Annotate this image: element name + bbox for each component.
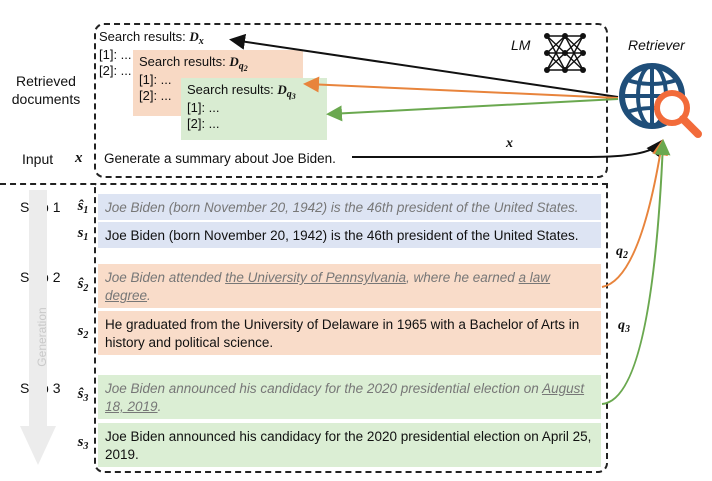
- arrow-q3: [601, 139, 671, 405]
- search-results-dq3: Search results: Dq3 [1]: ... [2]: ...: [181, 78, 327, 140]
- var-s3: s3: [77, 434, 89, 452]
- list-item: [1]: ...: [99, 47, 132, 62]
- neural-network-icon: [544, 33, 586, 73]
- var-s2: s2: [77, 323, 89, 341]
- row-s1-hat: Joe Biden (born November 20, 1942) is th…: [98, 194, 601, 220]
- list-item: [1]: ...: [187, 100, 220, 115]
- arrow-label-q2: q2: [616, 244, 628, 261]
- retriever-globe-icon: [619, 63, 702, 138]
- arrow-q2: [601, 139, 668, 288]
- row-s2-hat: Joe Biden attended the University of Pen…: [98, 264, 601, 308]
- var-s2-hat: ŝ2: [77, 276, 89, 294]
- list-item: [2]: ...: [187, 116, 220, 131]
- retrieved-documents-label: Retrieved documents: [11, 73, 81, 107]
- generation-arrow: [20, 190, 56, 465]
- step-divider: [0, 183, 608, 185]
- arrow-label-x: x: [506, 136, 513, 151]
- search-results-title: Search results:: [139, 54, 226, 69]
- arrow-label-q3: q3: [618, 318, 630, 335]
- var-s1-hat: ŝ1: [77, 198, 89, 216]
- list-item: [2]: ...: [99, 63, 132, 78]
- doc-var: Dx: [189, 29, 204, 47]
- search-results-dx: Search results: Dx [1]: ... [2]: ...: [99, 29, 229, 79]
- list-item: [2]: ...: [139, 88, 172, 103]
- input-text: Generate a summary about Joe Biden.: [104, 151, 336, 166]
- arrow-dq3: [326, 98, 619, 122]
- input-label: Input: [22, 151, 54, 167]
- search-results-title: Search results:: [99, 29, 186, 44]
- search-results-title: Search results:: [187, 82, 274, 97]
- row-s3-hat: Joe Biden announced his candidacy for th…: [98, 375, 601, 419]
- var-s3-hat: ŝ3: [77, 386, 89, 404]
- list-item: [1]: ...: [139, 72, 172, 87]
- generation-frame: [94, 183, 608, 473]
- arrow-dx: [229, 33, 619, 98]
- row-s3: Joe Biden announced his candidacy for th…: [98, 423, 601, 467]
- retriever-label: Retriever: [628, 37, 685, 53]
- doc-var: Dq2: [229, 54, 248, 73]
- doc-var: Dq3: [277, 82, 296, 101]
- arrow-dq2: [303, 76, 619, 99]
- row-s1: Joe Biden (born November 20, 1942) is th…: [98, 222, 601, 248]
- input-variable: x: [75, 150, 83, 166]
- var-s1: s1: [77, 225, 89, 243]
- lm-label: LM: [511, 37, 531, 53]
- row-s2: He graduated from the University of Dela…: [98, 311, 601, 355]
